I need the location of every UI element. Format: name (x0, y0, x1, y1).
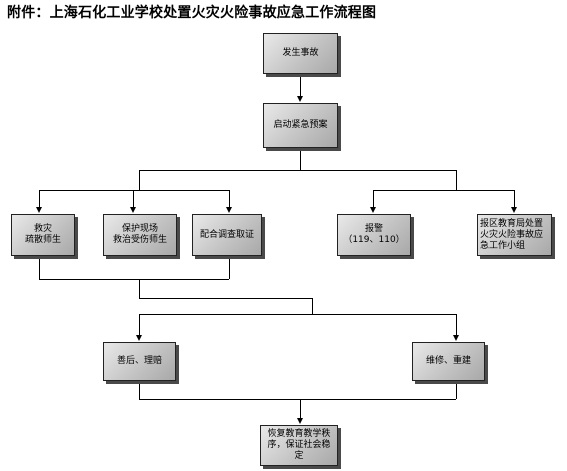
node-accident-occurs: 发生事故 (263, 33, 338, 74)
connector (312, 298, 313, 314)
arrowhead (297, 418, 303, 424)
connector (139, 279, 140, 298)
connector (139, 381, 140, 399)
diagram-title: 附件：上海石化工业学校处置火灾火险事故应急工作流程图 (7, 5, 377, 21)
arrowhead (136, 335, 142, 341)
connector (514, 190, 515, 207)
connector (229, 256, 230, 279)
connector (229, 190, 230, 207)
node-repair-rebuild: 维修、重建 (412, 342, 485, 381)
node-protect-scene-treat-injured: 保护现场 救治受伤师生 (103, 214, 177, 256)
arrowhead (453, 335, 459, 341)
node-call-police: 报警 （119、110） (337, 214, 411, 256)
connector (373, 190, 374, 207)
connector (456, 381, 457, 399)
node-report-education-bureau: 报区教育局处置 火灾火险事故应 急工作小组 (477, 214, 552, 256)
connector (39, 279, 229, 280)
connector (456, 170, 457, 190)
connector (300, 74, 301, 96)
arrowhead (511, 207, 517, 213)
connector (133, 190, 134, 207)
connector (39, 190, 229, 191)
connector (139, 314, 456, 315)
arrowhead (36, 207, 42, 213)
connector (139, 298, 312, 299)
arrowhead (370, 207, 376, 213)
connector (139, 170, 140, 190)
connector (39, 256, 40, 279)
arrowhead (130, 207, 136, 213)
connector (139, 399, 456, 400)
node-rescue-evacuate: 救灾 疏散师生 (11, 214, 75, 256)
arrowhead (226, 207, 232, 213)
node-aftermath-claims: 善后、理赔 (103, 342, 176, 381)
connector (139, 314, 140, 335)
connector (300, 399, 301, 418)
node-activate-emergency-plan: 启动紧急预案 (263, 103, 338, 148)
connector (373, 190, 514, 191)
connector (39, 190, 40, 207)
node-cooperate-investigation: 配合调查取证 (192, 214, 262, 256)
connector (139, 170, 456, 171)
connector (300, 148, 301, 170)
connector (456, 314, 457, 335)
node-restore-order: 恢复教育教学秩 序，保证社会稳 定 (260, 425, 338, 466)
arrowhead (297, 96, 303, 102)
